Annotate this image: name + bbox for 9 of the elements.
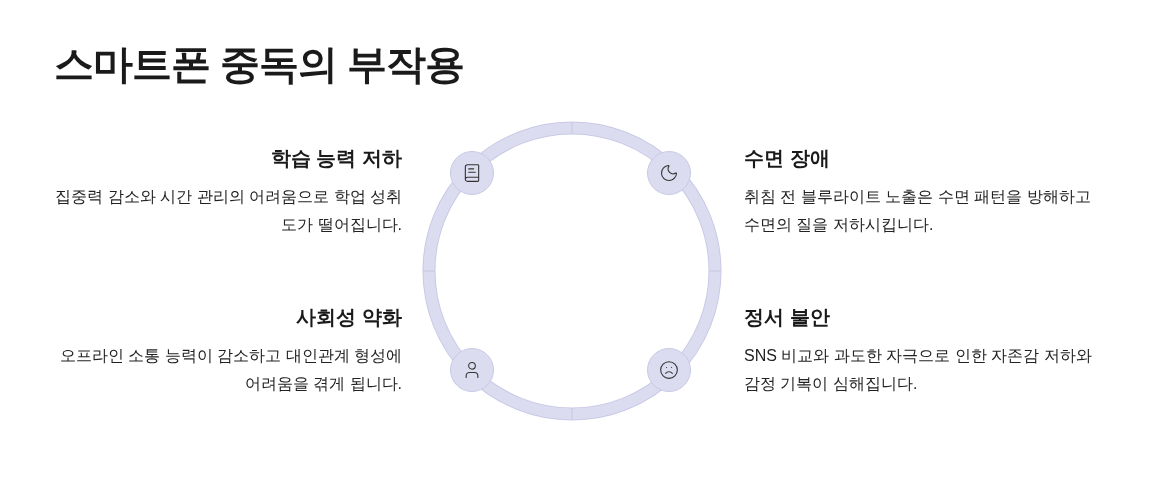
section-description: 취침 전 블루라이트 노출은 수면 패턴을 방해하고 수면의 질을 저하시킵니다. [744,187,1092,235]
section-description: SNS 비교와 과도한 자극으로 인한 자존감 저하와 감정 기복이 심해집니다. [744,346,1093,394]
section-description: 오프라인 소통 능력이 감소하고 대인관계 형성에 어려움을 겪게 됩니다. [58,346,402,394]
section-heading: 사회성 약화 [295,305,402,330]
section-description: 집중력 감소와 시간 관리의 어려움으로 학업 성취도가 떨어집니다. [54,187,402,235]
section-heading: 수면 장애 [744,146,831,171]
section-heading: 학습 능력 저하 [269,146,402,171]
section-heading: 정서 불안 [744,305,831,330]
title: 스마트폰 중독의 부작용 [54,41,465,88]
